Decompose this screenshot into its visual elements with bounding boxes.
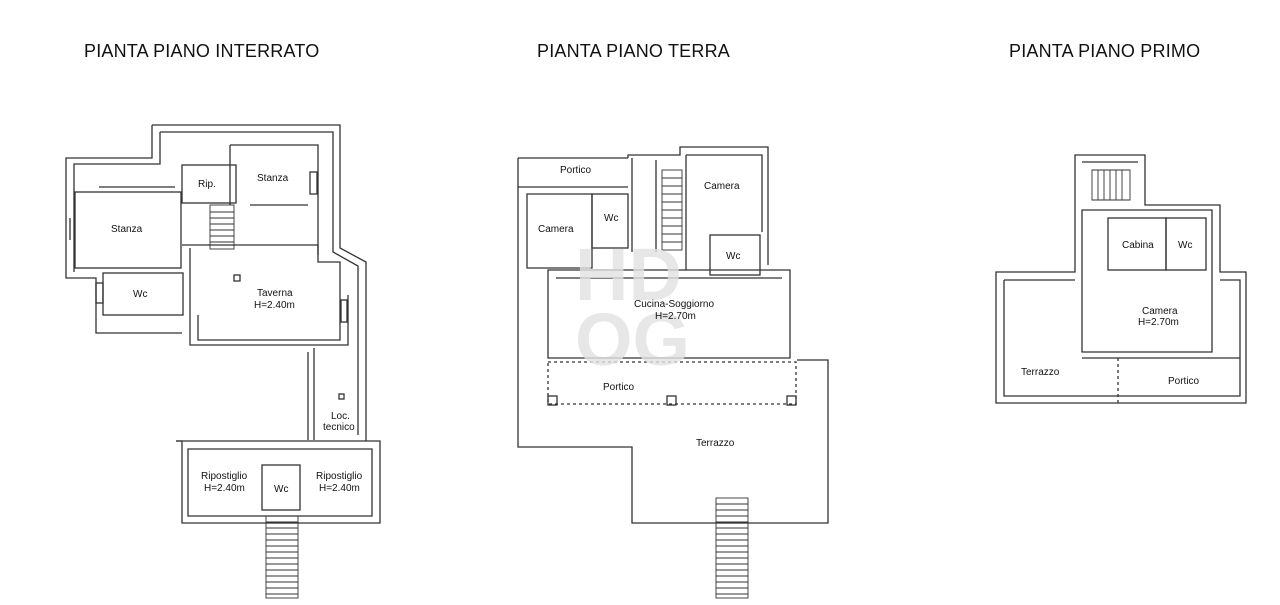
label-portico-top: Portico [560,165,592,176]
locale-tecnico [307,348,315,440]
svg-text:HD: HD [575,233,682,316]
label-rip: Rip. [198,179,216,190]
basement-external-stair [265,515,299,599]
label-cabina: Cabina [1122,240,1154,251]
label-stanza-top: Stanza [257,173,289,184]
room-stanza-left [74,191,182,269]
first-floor-outline [995,154,1247,404]
label-wc-right: Wc [726,251,740,262]
room-ripostiglio-small [181,164,237,204]
ground-portico [547,361,797,405]
first-floor-plan-title: PIANTA PIANO PRIMO [1009,41,1201,61]
first-floor-stairs [1091,169,1131,201]
room-camera-left [526,193,593,269]
label-ripostiglio-left: Ripostiglio [201,471,248,482]
room-wc-left [591,193,629,249]
label-wc-small: Wc [274,484,288,495]
label-wc: Wc [133,289,147,300]
ground-terrazzo-outline [517,158,829,524]
room-cucina-soggiorno [547,269,791,359]
ground-stairs [661,169,683,251]
first-floor-plan: Cabina Wc Camera H=2.70m Terrazzo Portic… [995,154,1247,404]
label-stanza-left: Stanza [111,224,143,235]
room-wc-small [261,464,301,511]
svg-text:OG: OG [575,298,690,381]
room-wc-first [1165,217,1207,271]
label-taverna: Taverna [257,288,293,299]
label-wc-first: Wc [1178,240,1192,251]
label-portico: Portico [603,382,635,393]
label-wc-left: Wc [604,213,618,224]
label-ripostiglio-right: Ripostiglio [316,471,363,482]
label-terrazzo-first: Terrazzo [1021,367,1060,378]
label-terrazzo: Terrazzo [696,438,735,449]
basement-stairs [209,204,235,250]
ground-floor-plan-title: PIANTA PIANO TERRA [537,41,730,61]
label-cucina-soggiorno: Cucina-Soggiorno [634,299,714,310]
ground-floor-plan: HD OG Portico Camera Wc Camera Wc Cucina… [517,146,829,599]
room-taverna [182,244,341,341]
room-camera-first [1081,209,1213,353]
basement-plan-title: PIANTA PIANO INTERRATO [84,41,320,61]
label-cucina-height: H=2.70m [655,311,696,322]
label-camera-first: Camera [1142,306,1178,317]
room-wc-right [709,234,761,276]
label-ripostiglio-right-height: H=2.40m [319,483,360,494]
room-stanza-top [229,144,319,255]
label-loc: Loc. [331,411,350,422]
ground-external-stair [715,497,749,599]
label-taverna-height: H=2.40m [254,300,295,311]
ripostigli-block [187,448,373,517]
label-ripostiglio-left-height: H=2.40m [204,483,245,494]
label-camera-right: Camera [704,181,740,192]
room-camera-right [685,154,763,270]
label-camera-first-height: H=2.70m [1138,317,1179,328]
watermark-logo: HD OG [575,233,690,381]
label-portico-first: Portico [1168,376,1200,387]
label-tecnico: tecnico [323,422,355,433]
basement-plan: Stanza Rip. Stanza Wc Taverna H=2.40m Lo… [65,124,381,599]
label-camera-left: Camera [538,224,574,235]
